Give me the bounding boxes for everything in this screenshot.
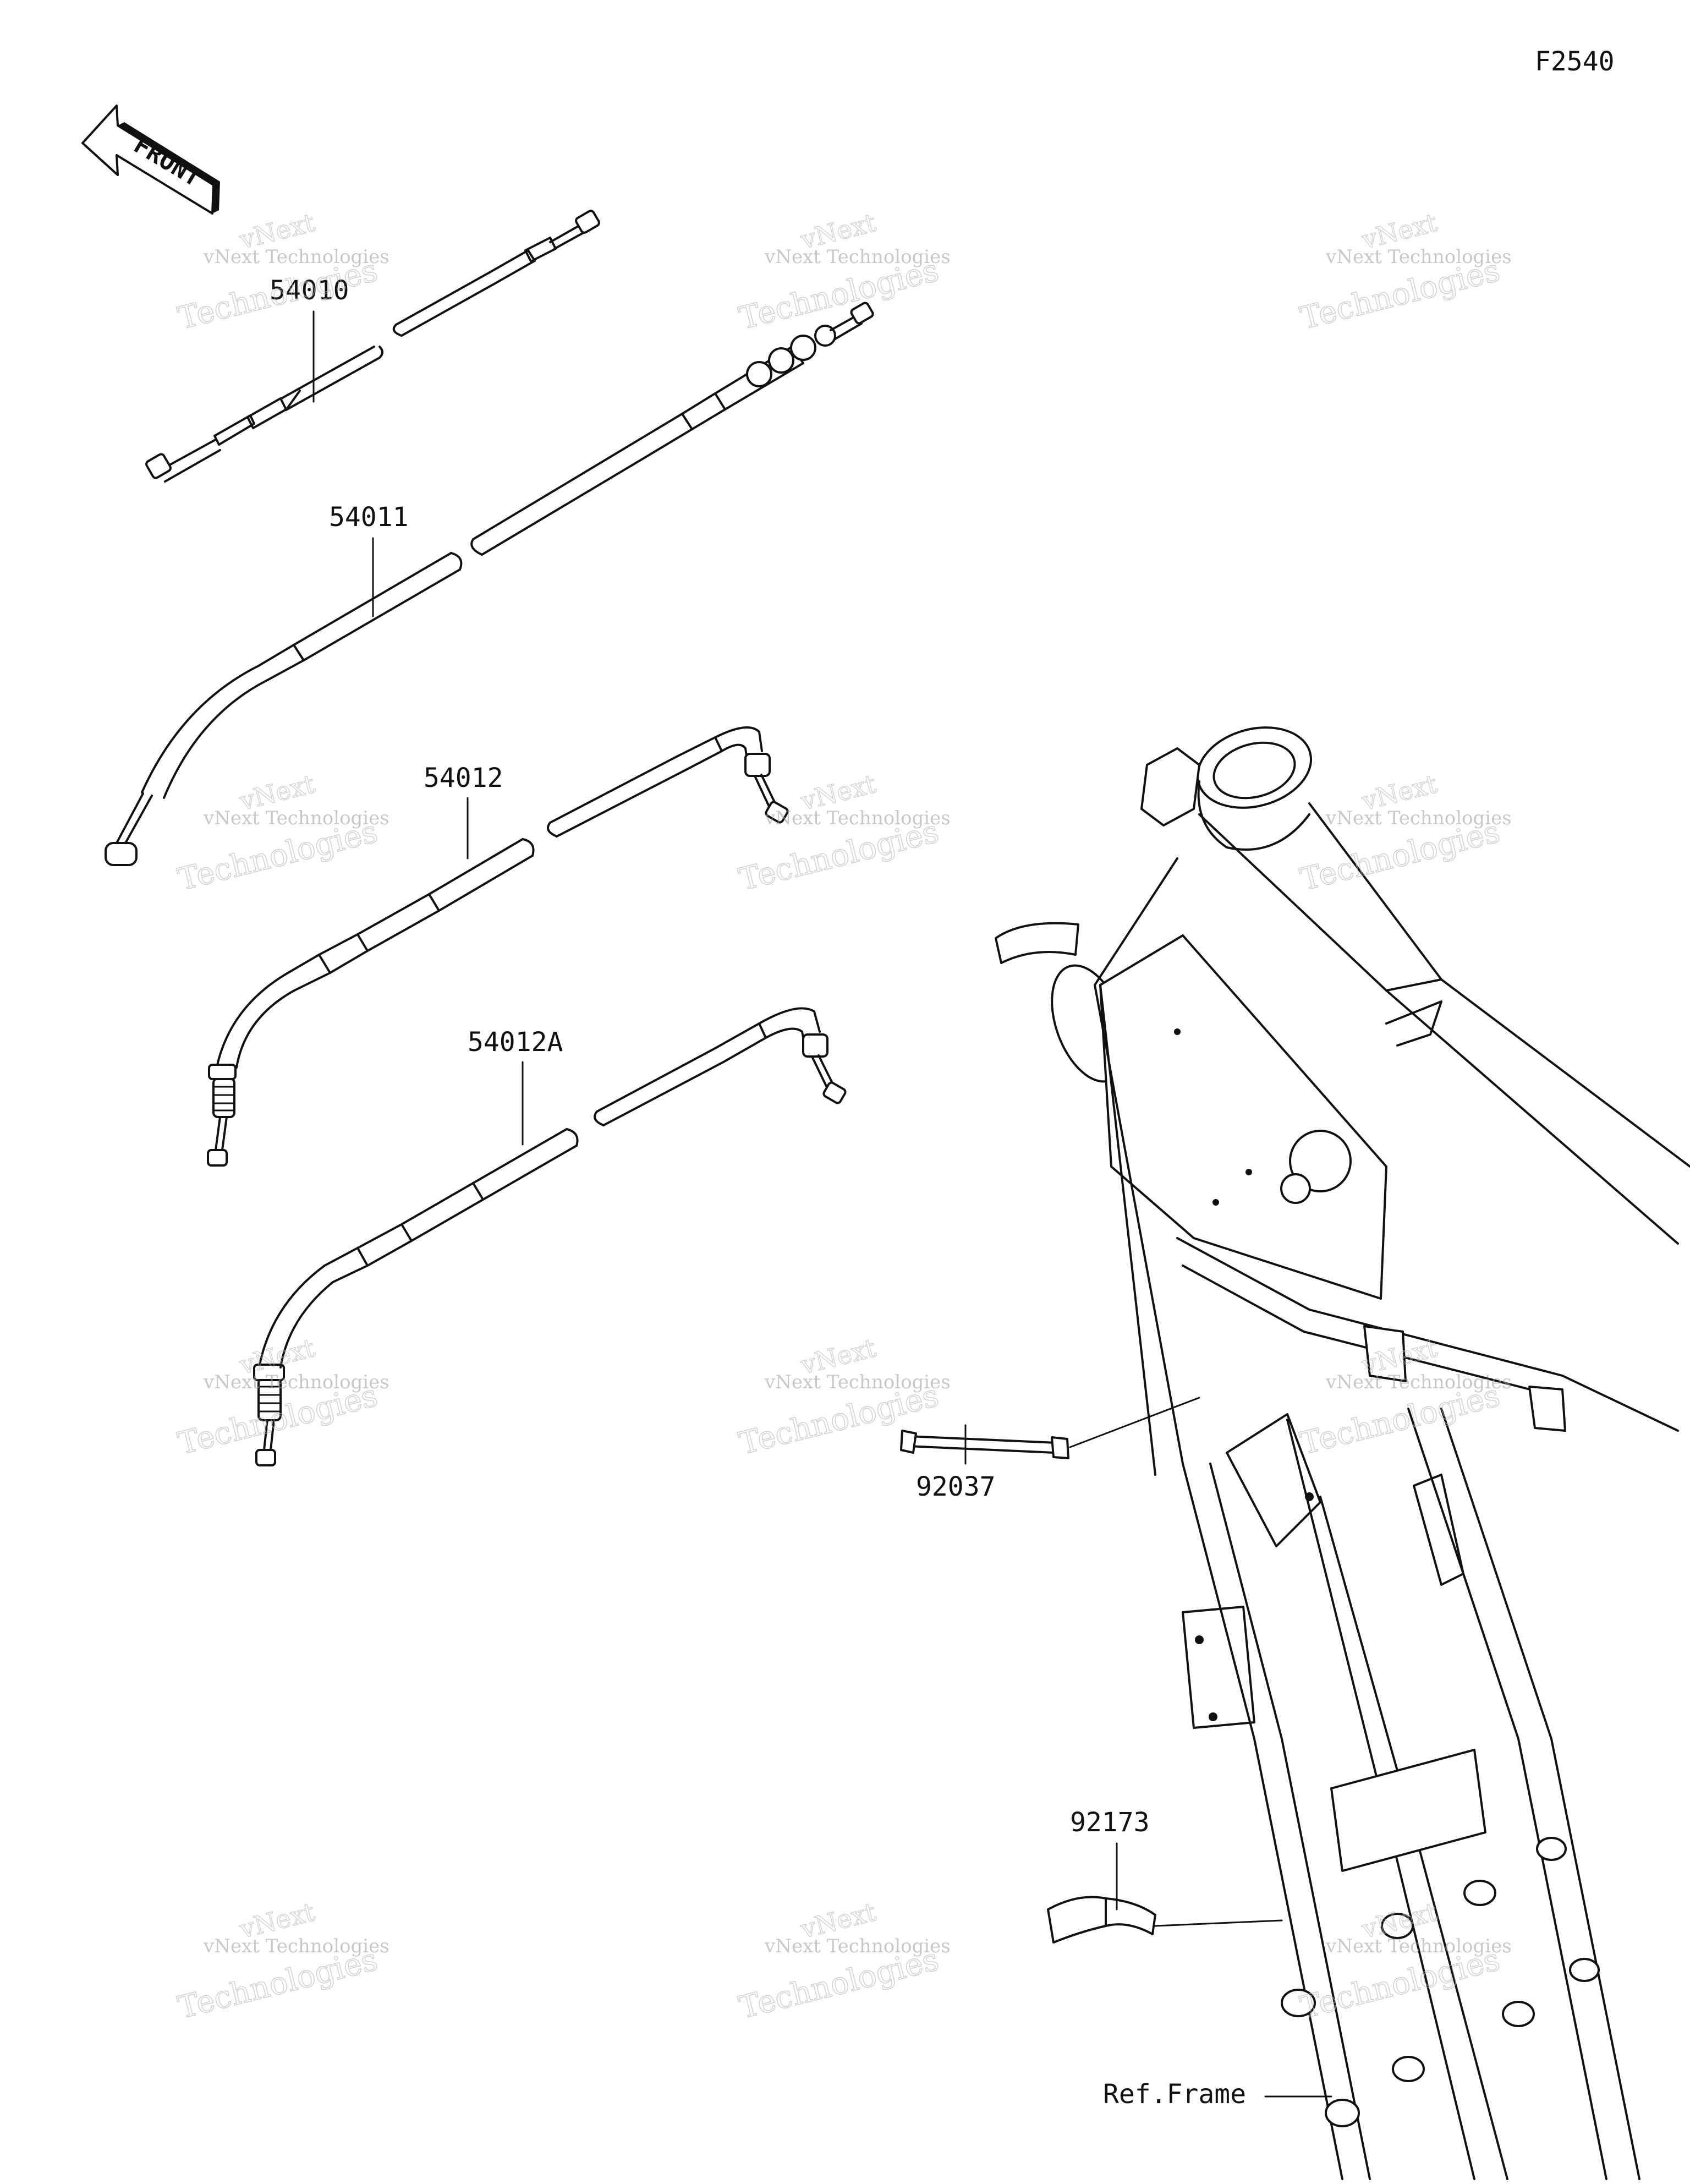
watermark: vNext vNext Technologies Technologies — [735, 1896, 951, 2026]
svg-text:vNext Technologies: vNext Technologies — [203, 1371, 389, 1393]
frame-reference — [995, 726, 1690, 2180]
label-92037: 92037 — [916, 1471, 996, 1502]
watermark: vNext vNext Technologies Technologies — [174, 768, 389, 898]
svg-text:vNext Technologies: vNext Technologies — [764, 246, 951, 268]
label-ref-frame: Ref.Frame — [1103, 2079, 1246, 2110]
leader-lines — [312, 310, 1332, 2098]
watermark: vNext vNext Technologies Technologies — [1296, 768, 1512, 898]
svg-text:vNext Technologies: vNext Technologies — [203, 1935, 389, 1957]
svg-text:vNext Technologies: vNext Technologies — [764, 807, 951, 829]
watermark: vNext vNext Technologies Technologies — [174, 1896, 389, 2026]
cable-54010 — [145, 210, 600, 483]
cable-54012 — [207, 726, 789, 1167]
svg-text:vNext Technologies: vNext Technologies — [764, 1935, 951, 1957]
watermark: vNext vNext Technologies Technologies — [1296, 1332, 1512, 1462]
watermark: vNext vNext Technologies Technologies — [1296, 1896, 1512, 2026]
watermark: vNext vNext Technologies Technologies — [174, 1332, 389, 1462]
part-92037 — [900, 1397, 1200, 1459]
svg-text:vNext Technologies: vNext Technologies — [1325, 807, 1512, 829]
label-54010: 54010 — [270, 275, 349, 306]
svg-text:vNext Technologies: vNext Technologies — [203, 807, 389, 829]
svg-text:vNext Technologies: vNext Technologies — [1325, 1371, 1512, 1393]
cable-54011 — [105, 302, 874, 866]
svg-text:vNext Technologies: vNext Technologies — [203, 246, 389, 268]
label-54012A: 54012A — [468, 1027, 563, 1058]
label-54011: 54011 — [329, 502, 409, 533]
figure-code: F2540 — [1535, 46, 1615, 77]
front-arrow-icon: FRONT — [81, 105, 220, 215]
svg-text:vNext Technologies: vNext Technologies — [1325, 1935, 1512, 1957]
watermark: vNext vNext Technologies Technologies — [735, 207, 951, 337]
label-54012: 54012 — [424, 763, 503, 793]
watermark: vNext vNext Technologies Technologies — [174, 207, 389, 337]
watermark: vNext vNext Technologies Technologies — [735, 1332, 951, 1462]
svg-text:vNext Technologies: vNext Technologies — [764, 1371, 951, 1393]
watermark: vNext vNext Technologies Technologies — [1296, 207, 1512, 337]
label-92173: 92173 — [1070, 1807, 1150, 1838]
cable-54012A — [253, 1007, 847, 1466]
svg-text:vNext Technologies: vNext Technologies — [1325, 246, 1512, 268]
part-92173 — [1047, 1896, 1283, 1944]
